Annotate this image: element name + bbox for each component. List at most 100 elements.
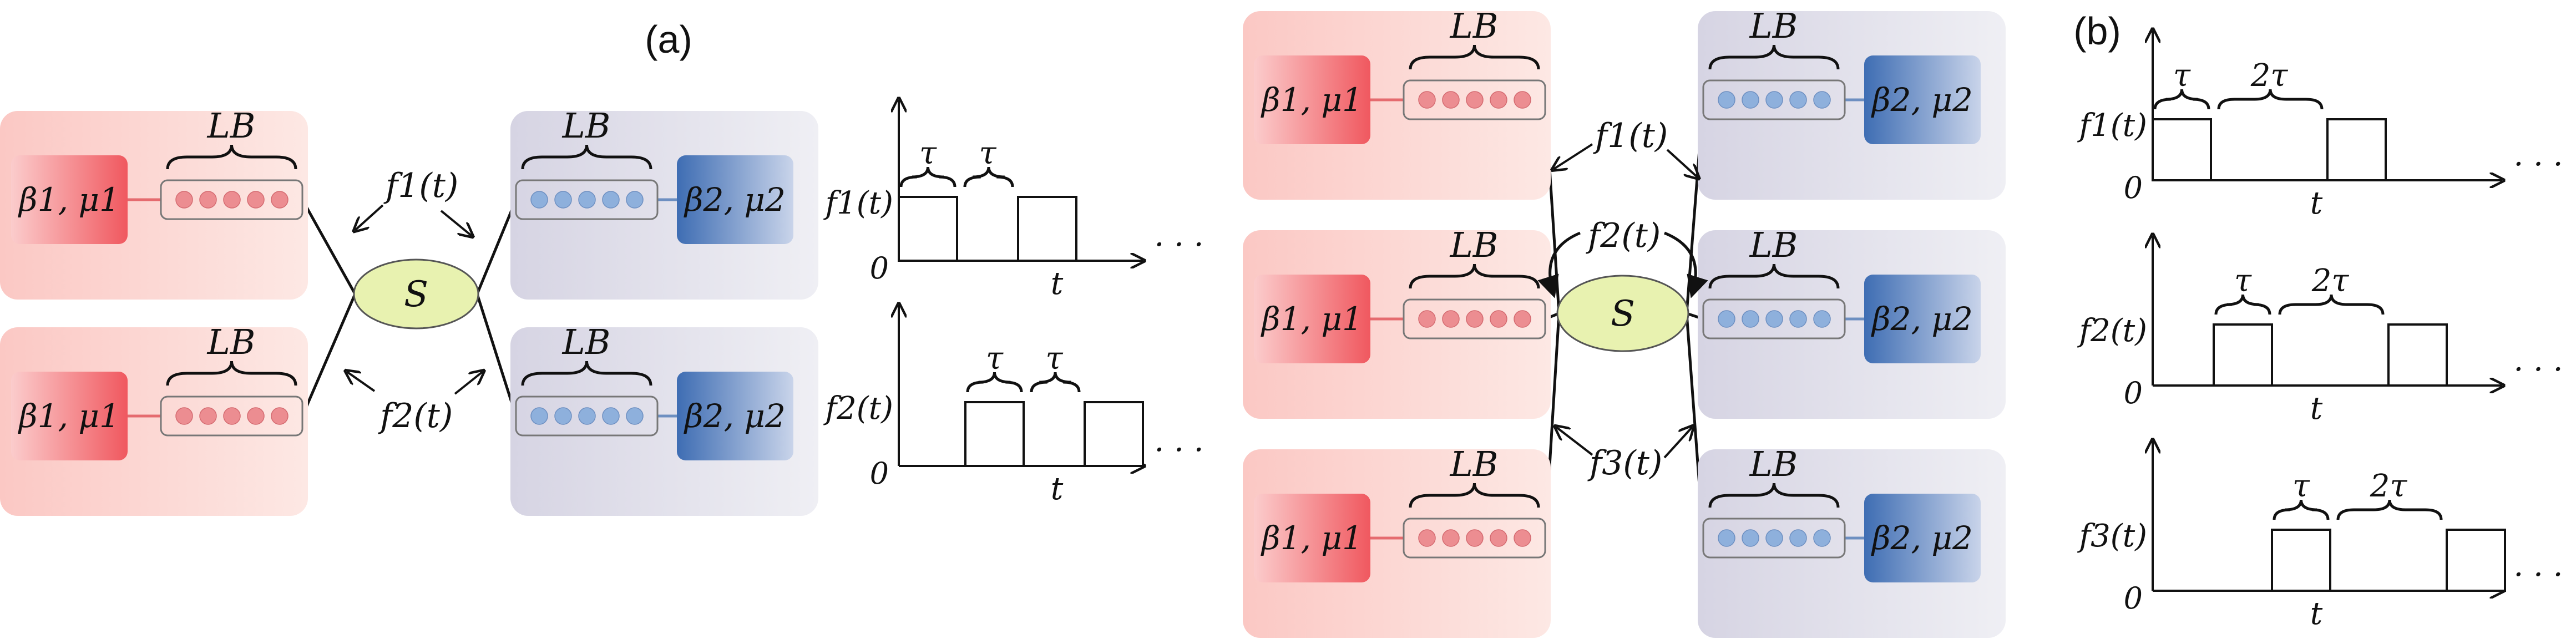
a-right-bottom-length-label: LB (562, 322, 611, 362)
a-right-bottom-site-2 (554, 407, 572, 425)
b-left-2-site-2 (1442, 310, 1460, 328)
a-right-top-site-3 (578, 191, 596, 209)
b-right-3-length-label: LB (1749, 444, 1798, 484)
a-coupling-line-4 (475, 293, 518, 417)
b-plot-f3-pulse-1 (2271, 529, 2331, 592)
a-plot-f2-brace-2 (1030, 372, 1081, 393)
a-left-bottom-chain-box (160, 395, 303, 437)
b-plot-f1-pulse-2 (2326, 118, 2387, 181)
a-right-top-length-brace (521, 144, 652, 170)
a-right-top-site-2 (554, 191, 572, 209)
b-right-1-site-2 (1742, 91, 1759, 109)
b-f1-arrow-right (1666, 149, 1698, 178)
b-f2-arrow-left (1537, 231, 1581, 298)
b-left-3-site-3 (1466, 529, 1484, 547)
b-right-2-site-3 (1765, 310, 1783, 328)
a-plot-f2-brace-1 (966, 372, 1023, 393)
b-left-1-site-3 (1466, 91, 1484, 109)
b-plot-f1-origin-label: 0 (2124, 170, 2143, 205)
a-left-top-site-5 (271, 191, 289, 209)
b-left-2-reservoir (1254, 275, 1370, 363)
a-left-top-site-1 (175, 191, 193, 209)
b-right-1-length-brace (1708, 44, 1840, 70)
b-plot-f1-ellipsis: · · · (2513, 146, 2563, 182)
a-left-bottom-site-4 (247, 407, 265, 425)
b-plot-f2-pulse-2 (2387, 323, 2448, 387)
a-right-top-site-4 (602, 191, 620, 209)
b-plot-f2-ellipsis: · · · (2513, 352, 2563, 388)
a-plot-f2-pulse-2 (1084, 401, 1144, 467)
b-right-2-site-4 (1789, 310, 1807, 328)
b-plot-f2-x-label: t (2310, 391, 2323, 427)
a-plot-f1-brace-1 (899, 166, 956, 187)
a-f2-arrow-left (347, 372, 376, 392)
b-right-2-chain-box (1702, 298, 1846, 339)
b-left-1-site-4 (1490, 91, 1507, 109)
a-f1-arrow-left (355, 204, 384, 230)
b-left-3-site-5 (1514, 529, 1531, 547)
b-left-3-reservoir-label: β1, μ1 (1261, 519, 1363, 557)
a-left-bottom-site-3 (223, 407, 241, 425)
b-plot-f1-y-label: f1(t) (2077, 108, 2147, 144)
b-left-2-reservoir-label: β1, μ1 (1261, 300, 1363, 338)
b-left-2-site-3 (1466, 310, 1484, 328)
b-plot-f3-y-label: f3(t) (2077, 518, 2147, 554)
b-right-3-site-1 (1718, 529, 1735, 547)
a-coupling-line-3 (475, 199, 518, 295)
a-left-bottom-reservoir (11, 372, 128, 460)
b-right-1-reservoir (1864, 55, 1981, 144)
a-right-bottom-reservoir-label: β2, μ2 (684, 397, 786, 435)
a-right-top-reservoir (677, 155, 793, 244)
coupling-label-f3-b: f3(t) (1587, 444, 1662, 483)
a-left-bottom-site-5 (271, 407, 289, 425)
b-right-1-length-label: LB (1749, 6, 1798, 46)
b-plot-f2-pulse-1 (2213, 323, 2273, 387)
a-coupling-line-2 (301, 293, 357, 417)
b-right-1-site-5 (1813, 91, 1831, 109)
a-plot-f2-y-label: f2(t) (823, 391, 893, 427)
b-plot-f1-x-label: t (2310, 185, 2323, 221)
b-right-1-site-3 (1765, 91, 1783, 109)
b-right-2-reservoir-label: β2, μ2 (1871, 300, 1973, 338)
b-f1-arrow-left (1553, 143, 1593, 169)
a-right-top-length-label: LB (562, 105, 611, 146)
a-right-bottom-length-brace (521, 361, 652, 386)
a-left-bottom-site-2 (199, 407, 217, 425)
b-f3-arrow-right (1663, 427, 1692, 459)
a-right-bottom-site-3 (578, 407, 596, 425)
b-plot-f2-brace-2 (2278, 294, 2385, 315)
coupling-label-f2-a: f2(t) (378, 397, 453, 435)
b-left-3-length-brace (1409, 483, 1540, 508)
a-f2-arrow-right (454, 372, 483, 395)
a-right-bottom-chain-box (515, 395, 659, 437)
a-right-top-site-5 (626, 191, 644, 209)
b-left-2-site-1 (1418, 310, 1436, 328)
b-left-2-site-5 (1514, 310, 1531, 328)
b-right-1-chain-box (1702, 79, 1846, 120)
b-left-1-site-1 (1418, 91, 1436, 109)
b-plot-f1-brace-2 (2217, 89, 2324, 110)
coupling-label-f2-b: f2(t) (1586, 216, 1661, 255)
a-plot-f1-pulse-2 (1017, 196, 1077, 262)
b-left-1-chain-box (1403, 79, 1546, 120)
a-left-top-chain-box (160, 179, 303, 220)
b-left-3-length-label: LB (1450, 444, 1499, 484)
a-plot-f1-brace-1-label: τ (919, 135, 937, 171)
a-right-top-reservoir-label: β2, μ2 (684, 181, 786, 219)
b-right-1-reservoir-label: β2, μ2 (1871, 81, 1973, 119)
b-left-3-chain-box (1403, 518, 1546, 559)
b-system-label: S (1611, 293, 1635, 334)
a-system-label: S (404, 274, 428, 315)
a-left-bottom-length-brace (166, 361, 297, 386)
a-left-top-reservoir-label: β1, μ1 (18, 181, 120, 219)
b-right-3-reservoir (1864, 494, 1981, 582)
a-plot-f2-x-label: t (1051, 471, 1064, 507)
a-coupling-line-1 (301, 199, 357, 295)
a-right-bottom-site-4 (602, 407, 620, 425)
b-right-3-site-5 (1813, 529, 1831, 547)
b-right-3-site-4 (1789, 529, 1807, 547)
a-left-bottom-reservoir-label: β1, μ1 (18, 397, 120, 435)
b-left-1-site-2 (1442, 91, 1460, 109)
b-left-3-reservoir (1254, 494, 1370, 582)
b-left-1-reservoir-label: β1, μ1 (1261, 81, 1363, 119)
